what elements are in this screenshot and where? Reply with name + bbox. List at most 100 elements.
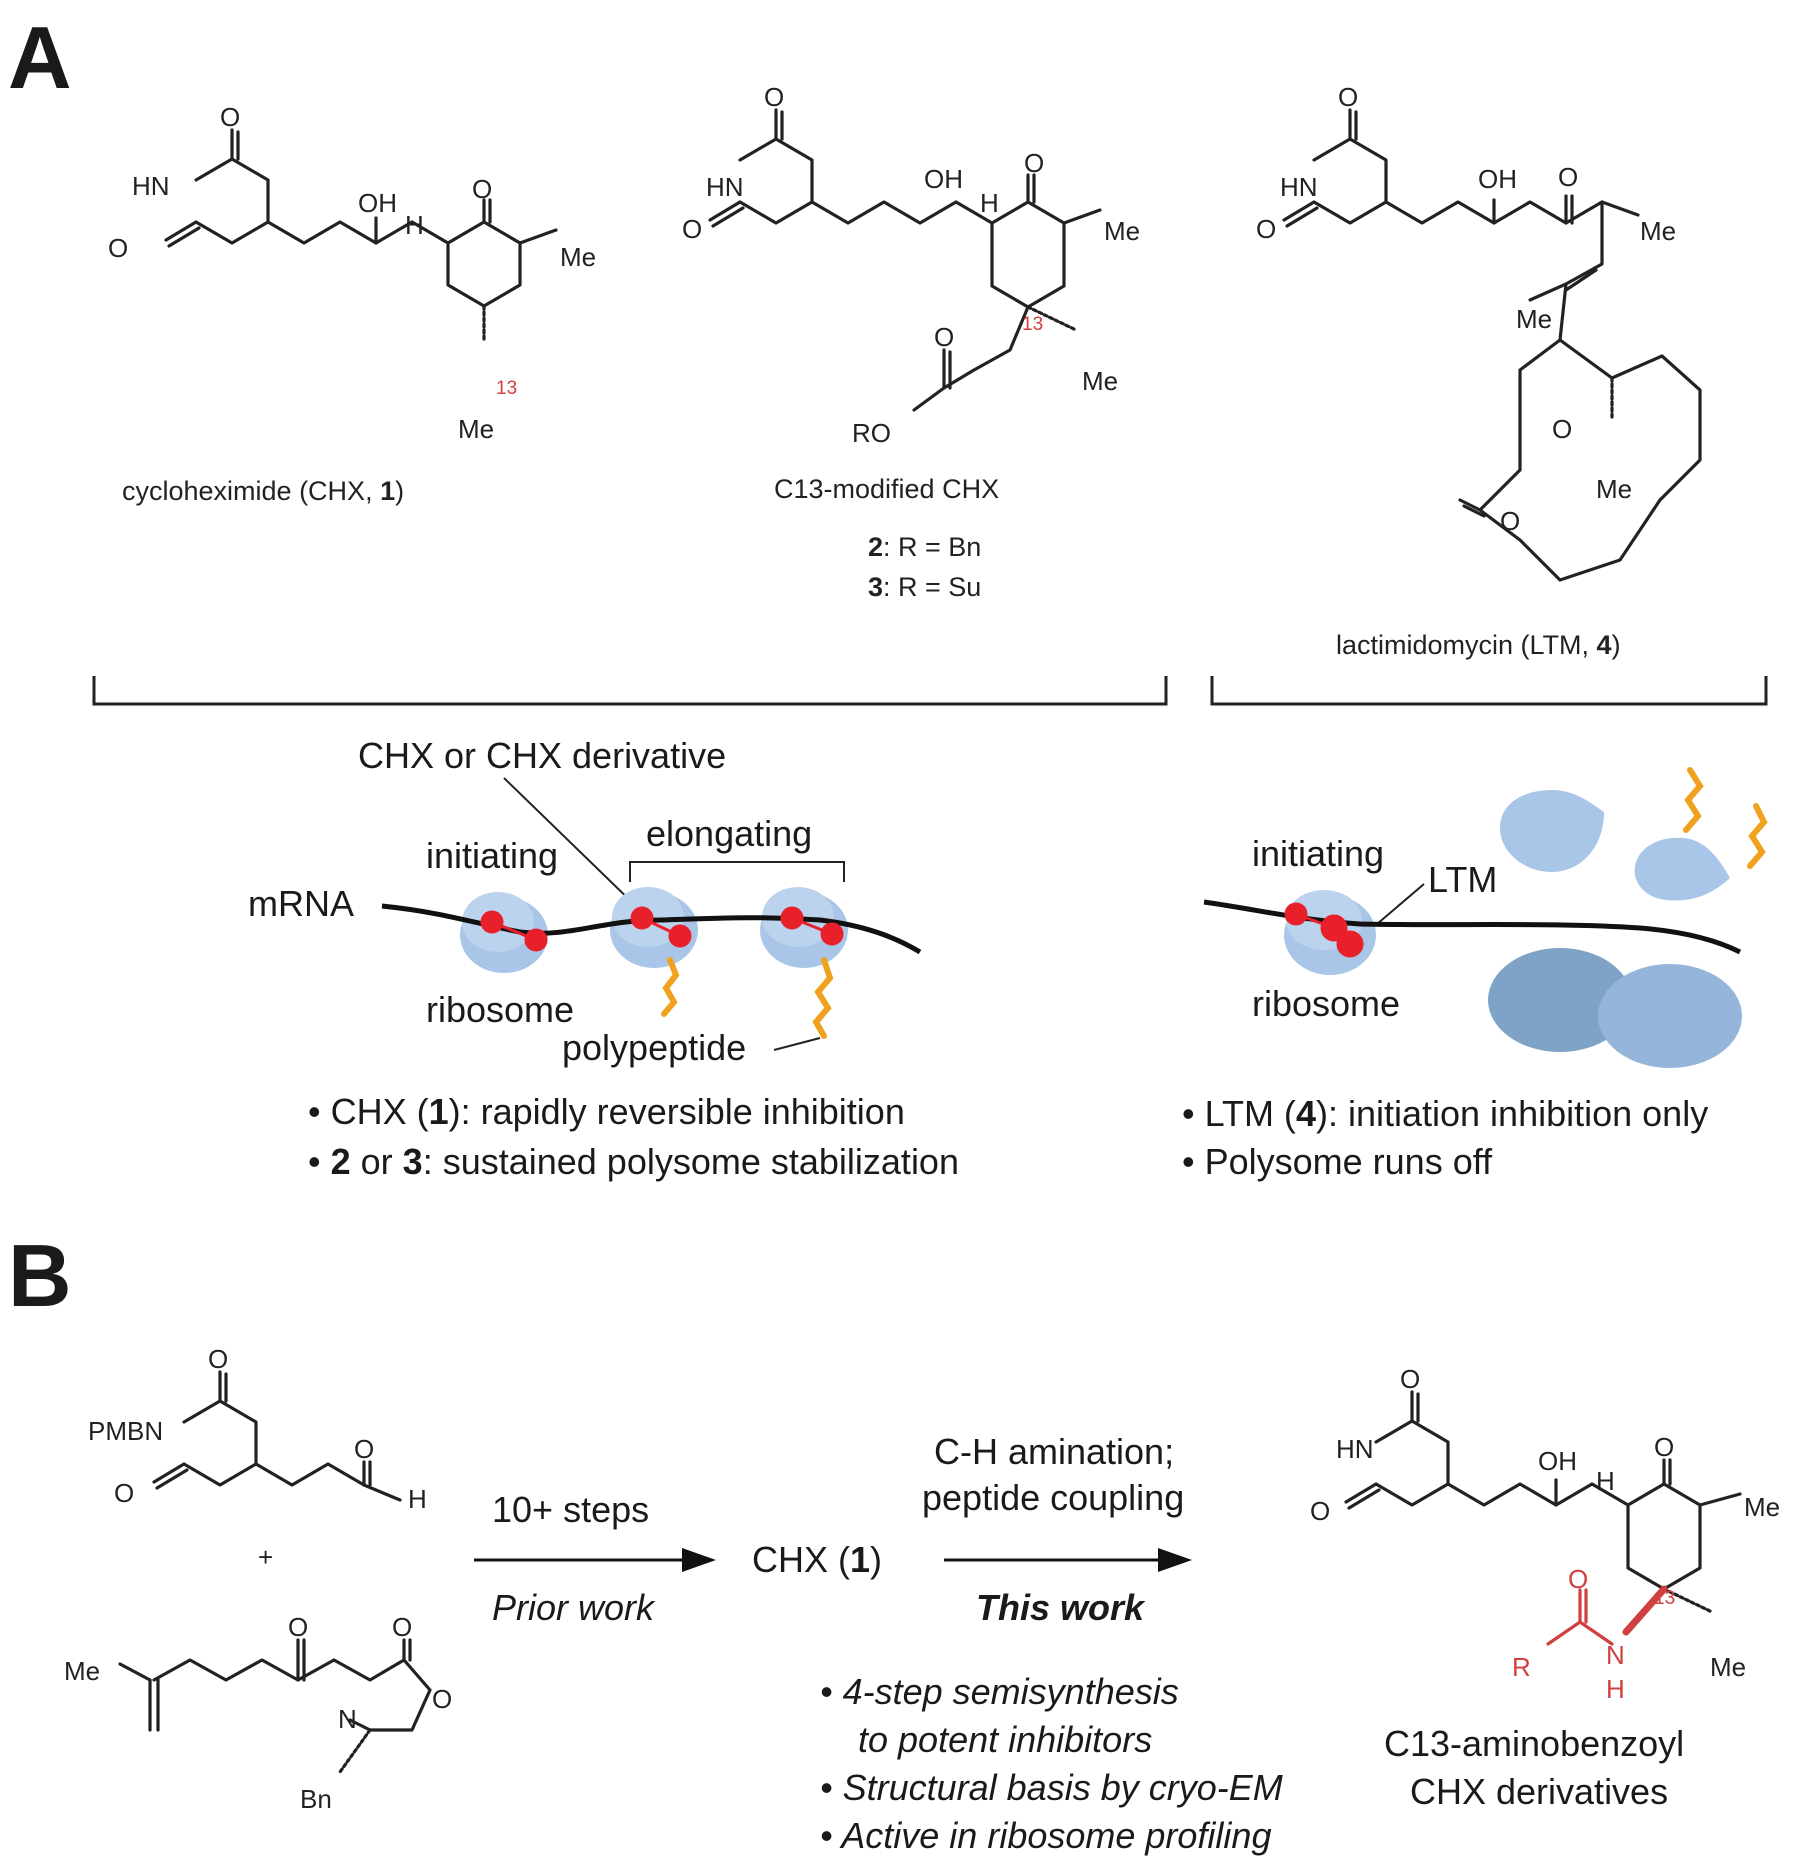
- atom-o: O: [432, 1684, 452, 1714]
- arrow1-below-label: Prior work: [492, 1587, 656, 1628]
- atom-me: Me: [1710, 1652, 1746, 1682]
- plus-sign: +: [258, 1542, 273, 1572]
- atom-o: O: [1500, 506, 1520, 536]
- pmbn-label: PMBN: [88, 1416, 163, 1446]
- reaction-arrow-2: [944, 1548, 1192, 1572]
- method-bullet-3: • Active in ribosome profiling: [820, 1815, 1271, 1856]
- compound-2-definition: 2: R = Bn: [868, 532, 981, 562]
- atom-o: O: [1310, 1496, 1330, 1526]
- compound-4-name: lactimidomycin (LTM, 4): [1336, 630, 1621, 660]
- atom-hn: HN: [132, 171, 170, 201]
- polypeptide-chains: [661, 957, 834, 1039]
- right-bullet-1: • LTM (4): initiation inhibition only: [1182, 1093, 1708, 1134]
- compound-1-name: cycloheximide (CHX, 1): [122, 476, 404, 506]
- structure-pmb-aldehyde: O PMBN O O H: [88, 1344, 427, 1514]
- atom-hn: HN: [1280, 172, 1318, 202]
- reaction-arrow-1: [474, 1548, 716, 1572]
- amide-h: H: [1606, 1674, 1625, 1704]
- atom-o: O: [208, 1344, 228, 1374]
- atom-o: O: [1654, 1432, 1674, 1462]
- ltm-label: LTM: [1428, 859, 1497, 900]
- right-bullet-2: • Polysome runs off: [1182, 1141, 1493, 1182]
- compound-23-title: C13-modified CHX: [774, 474, 999, 504]
- mrna-strand-right: [1203, 899, 1742, 955]
- atom-o: O: [1338, 82, 1358, 112]
- polypeptide-label: polypeptide: [562, 1027, 746, 1068]
- left-bullet-2: • 2 or 3: sustained polysome stabilizati…: [308, 1141, 959, 1182]
- mrna-strand-left: [381, 903, 922, 955]
- atom-o: O: [288, 1612, 308, 1642]
- atom-me: Me: [1082, 366, 1118, 396]
- position-13-label: 13: [1022, 314, 1043, 335]
- chx-derivative-label: CHX or CHX derivative: [358, 735, 726, 776]
- atom-hn: HN: [1336, 1434, 1374, 1464]
- arrow2-above-line1: C-H amination;: [934, 1431, 1174, 1472]
- atom-hn: HN: [706, 172, 744, 202]
- amide-r: R: [1512, 1652, 1531, 1682]
- atom-me: Me: [1744, 1492, 1780, 1522]
- product-title-line2: CHX derivatives: [1410, 1771, 1668, 1812]
- atom-h: H: [980, 188, 999, 218]
- atom-me: Me: [458, 414, 494, 444]
- ribosome-1: [460, 892, 548, 973]
- atom-me: Me: [1516, 304, 1552, 334]
- panel-label-b: B: [8, 1226, 72, 1325]
- bracket-left: [92, 676, 1168, 706]
- product-title-line1: C13-aminobenzoyl: [1384, 1723, 1684, 1764]
- amide-n: N: [1606, 1640, 1625, 1670]
- method-bullet-2: • Structural basis by cryo-EM: [820, 1767, 1283, 1808]
- atom-o: O: [354, 1434, 374, 1464]
- atom-ro: RO: [852, 418, 891, 448]
- ribosome-label-right: ribosome: [1252, 983, 1400, 1024]
- structure-product: O HN O OH H O Me 13 Me O R N H: [1310, 1364, 1780, 1704]
- free-subunits: [1488, 790, 1742, 1068]
- atom-oh: OH: [1538, 1446, 1577, 1476]
- atom-o: O: [392, 1612, 412, 1642]
- atom-h: H: [405, 210, 424, 240]
- ribosome-label: ribosome: [426, 989, 574, 1030]
- atom-h: H: [408, 1484, 427, 1514]
- atom-o: O: [682, 214, 702, 244]
- atom-oh: OH: [358, 188, 397, 218]
- atom-o: O: [764, 82, 784, 112]
- atom-o: O: [108, 233, 128, 263]
- compound-3-definition: 3: R = Su: [868, 572, 981, 602]
- atom-me: Me: [1104, 216, 1140, 246]
- atom-n: N: [338, 1704, 357, 1734]
- amide-o: O: [1568, 1564, 1588, 1594]
- method-bullet-1-cont: to potent inhibitors: [858, 1719, 1152, 1760]
- inhibitor-molecules-left: [480, 906, 844, 952]
- polypeptide-pointer: [773, 1037, 821, 1051]
- released-polypeptides: [1683, 767, 1768, 869]
- atom-me: Me: [1640, 216, 1676, 246]
- intermediate-chx: CHX (1): [752, 1539, 882, 1580]
- arrow1-above-label: 10+ steps: [492, 1489, 649, 1530]
- arrow2-above-line2: peptide coupling: [922, 1477, 1184, 1518]
- structure-oxazolidinone: Me O O N O Bn: [64, 1612, 452, 1814]
- atom-o: O: [1024, 148, 1044, 178]
- structure-cycloheximide: O HN O OH H O Me 13 Me: [108, 102, 596, 444]
- elongating-label: elongating: [646, 813, 812, 854]
- atom-o: O: [1558, 162, 1578, 192]
- initiating-label: initiating: [426, 835, 558, 876]
- atom-oh: OH: [924, 164, 963, 194]
- pointer-line: [503, 777, 641, 911]
- atom-h: H: [1596, 1466, 1615, 1496]
- left-bullet-1: • CHX (1): rapidly reversible inhibition: [308, 1091, 905, 1132]
- bn-label: Bn: [300, 1784, 332, 1814]
- method-bullet-1: • 4-step semisynthesis: [820, 1671, 1179, 1712]
- atom-o: O: [1552, 414, 1572, 444]
- atom-o: O: [114, 1478, 134, 1508]
- atom-me: Me: [64, 1656, 100, 1686]
- structure-lactimidomycin: O HN O OH O Me Me O Me O: [1256, 82, 1702, 582]
- panel-label-a: A: [8, 8, 72, 107]
- atom-o: O: [1256, 214, 1276, 244]
- bracket-right: [1210, 676, 1768, 706]
- position-13-label: 13: [496, 378, 517, 399]
- atom-me: Me: [560, 242, 596, 272]
- structure-c13-modified-chx: HN O O OH H O Me 13 Me O RO: [682, 82, 1140, 448]
- initiating-label-right: initiating: [1252, 833, 1384, 874]
- atom-oh: OH: [1478, 164, 1517, 194]
- atom-me: Me: [1596, 474, 1632, 504]
